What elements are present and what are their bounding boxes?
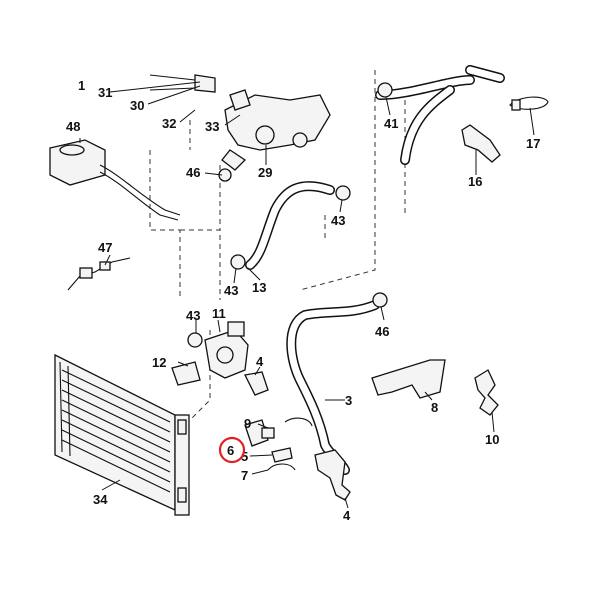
mounting-bracket-12	[171, 361, 201, 386]
label-33: 33	[205, 119, 219, 134]
label-1: 1	[78, 78, 85, 93]
label-46-upper: 46	[186, 165, 200, 180]
coolant-flange	[149, 74, 331, 171]
highlight-ring	[218, 436, 246, 464]
label-29: 29	[258, 165, 272, 180]
coolant-hoses	[245, 65, 505, 475]
retaining-clip-16	[461, 124, 501, 163]
label-3: 3	[345, 393, 352, 408]
mounting-bracket-8	[371, 359, 446, 399]
label-30: 30	[130, 98, 144, 113]
hose-support-4-upper	[244, 371, 269, 396]
label-43-upper: 43	[331, 213, 345, 228]
label-41: 41	[384, 116, 398, 131]
label-13: 13	[252, 280, 266, 295]
label-43-lower: 43	[186, 308, 200, 323]
label-10: 10	[485, 432, 499, 447]
seal-5	[271, 447, 293, 463]
label-17: 17	[526, 136, 540, 151]
oil-cooler	[49, 139, 181, 221]
label-11: 11	[212, 306, 226, 321]
temperature-sensor-harness	[67, 257, 131, 291]
auxiliary-water-pump	[204, 321, 249, 379]
leader-lines	[79, 81, 535, 509]
label-32: 32	[162, 116, 176, 131]
label-46-lower: 46	[375, 324, 389, 339]
label-31: 31	[98, 85, 112, 100]
label-5: 5	[241, 449, 248, 464]
radiator	[54, 353, 190, 516]
connecting-piece-4-lower	[314, 449, 351, 501]
label-8: 8	[431, 400, 438, 415]
label-43-middle: 43	[224, 283, 238, 298]
label-16: 16	[468, 174, 482, 189]
highlighted-part-6[interactable]: 6	[218, 436, 246, 464]
cable-tie-17	[509, 96, 549, 111]
temperature-sender-6	[244, 419, 275, 447]
label-4-lower: 4	[343, 508, 351, 523]
clip-10	[474, 369, 499, 416]
label-7: 7	[241, 468, 248, 483]
label-34: 34	[93, 492, 108, 507]
part-number-labels: 1 31 30 32 33 48 46 29 41 16 17 43 47 43…	[66, 78, 540, 523]
label-47: 47	[98, 240, 112, 255]
label-48: 48	[66, 119, 80, 134]
label-4-upper: 4	[256, 354, 264, 369]
label-9: 9	[244, 416, 251, 431]
clip-9	[284, 417, 313, 427]
label-6: 6	[227, 443, 234, 458]
clip-7	[267, 463, 296, 471]
hose-clamps	[187, 82, 393, 348]
label-12: 12	[152, 355, 166, 370]
